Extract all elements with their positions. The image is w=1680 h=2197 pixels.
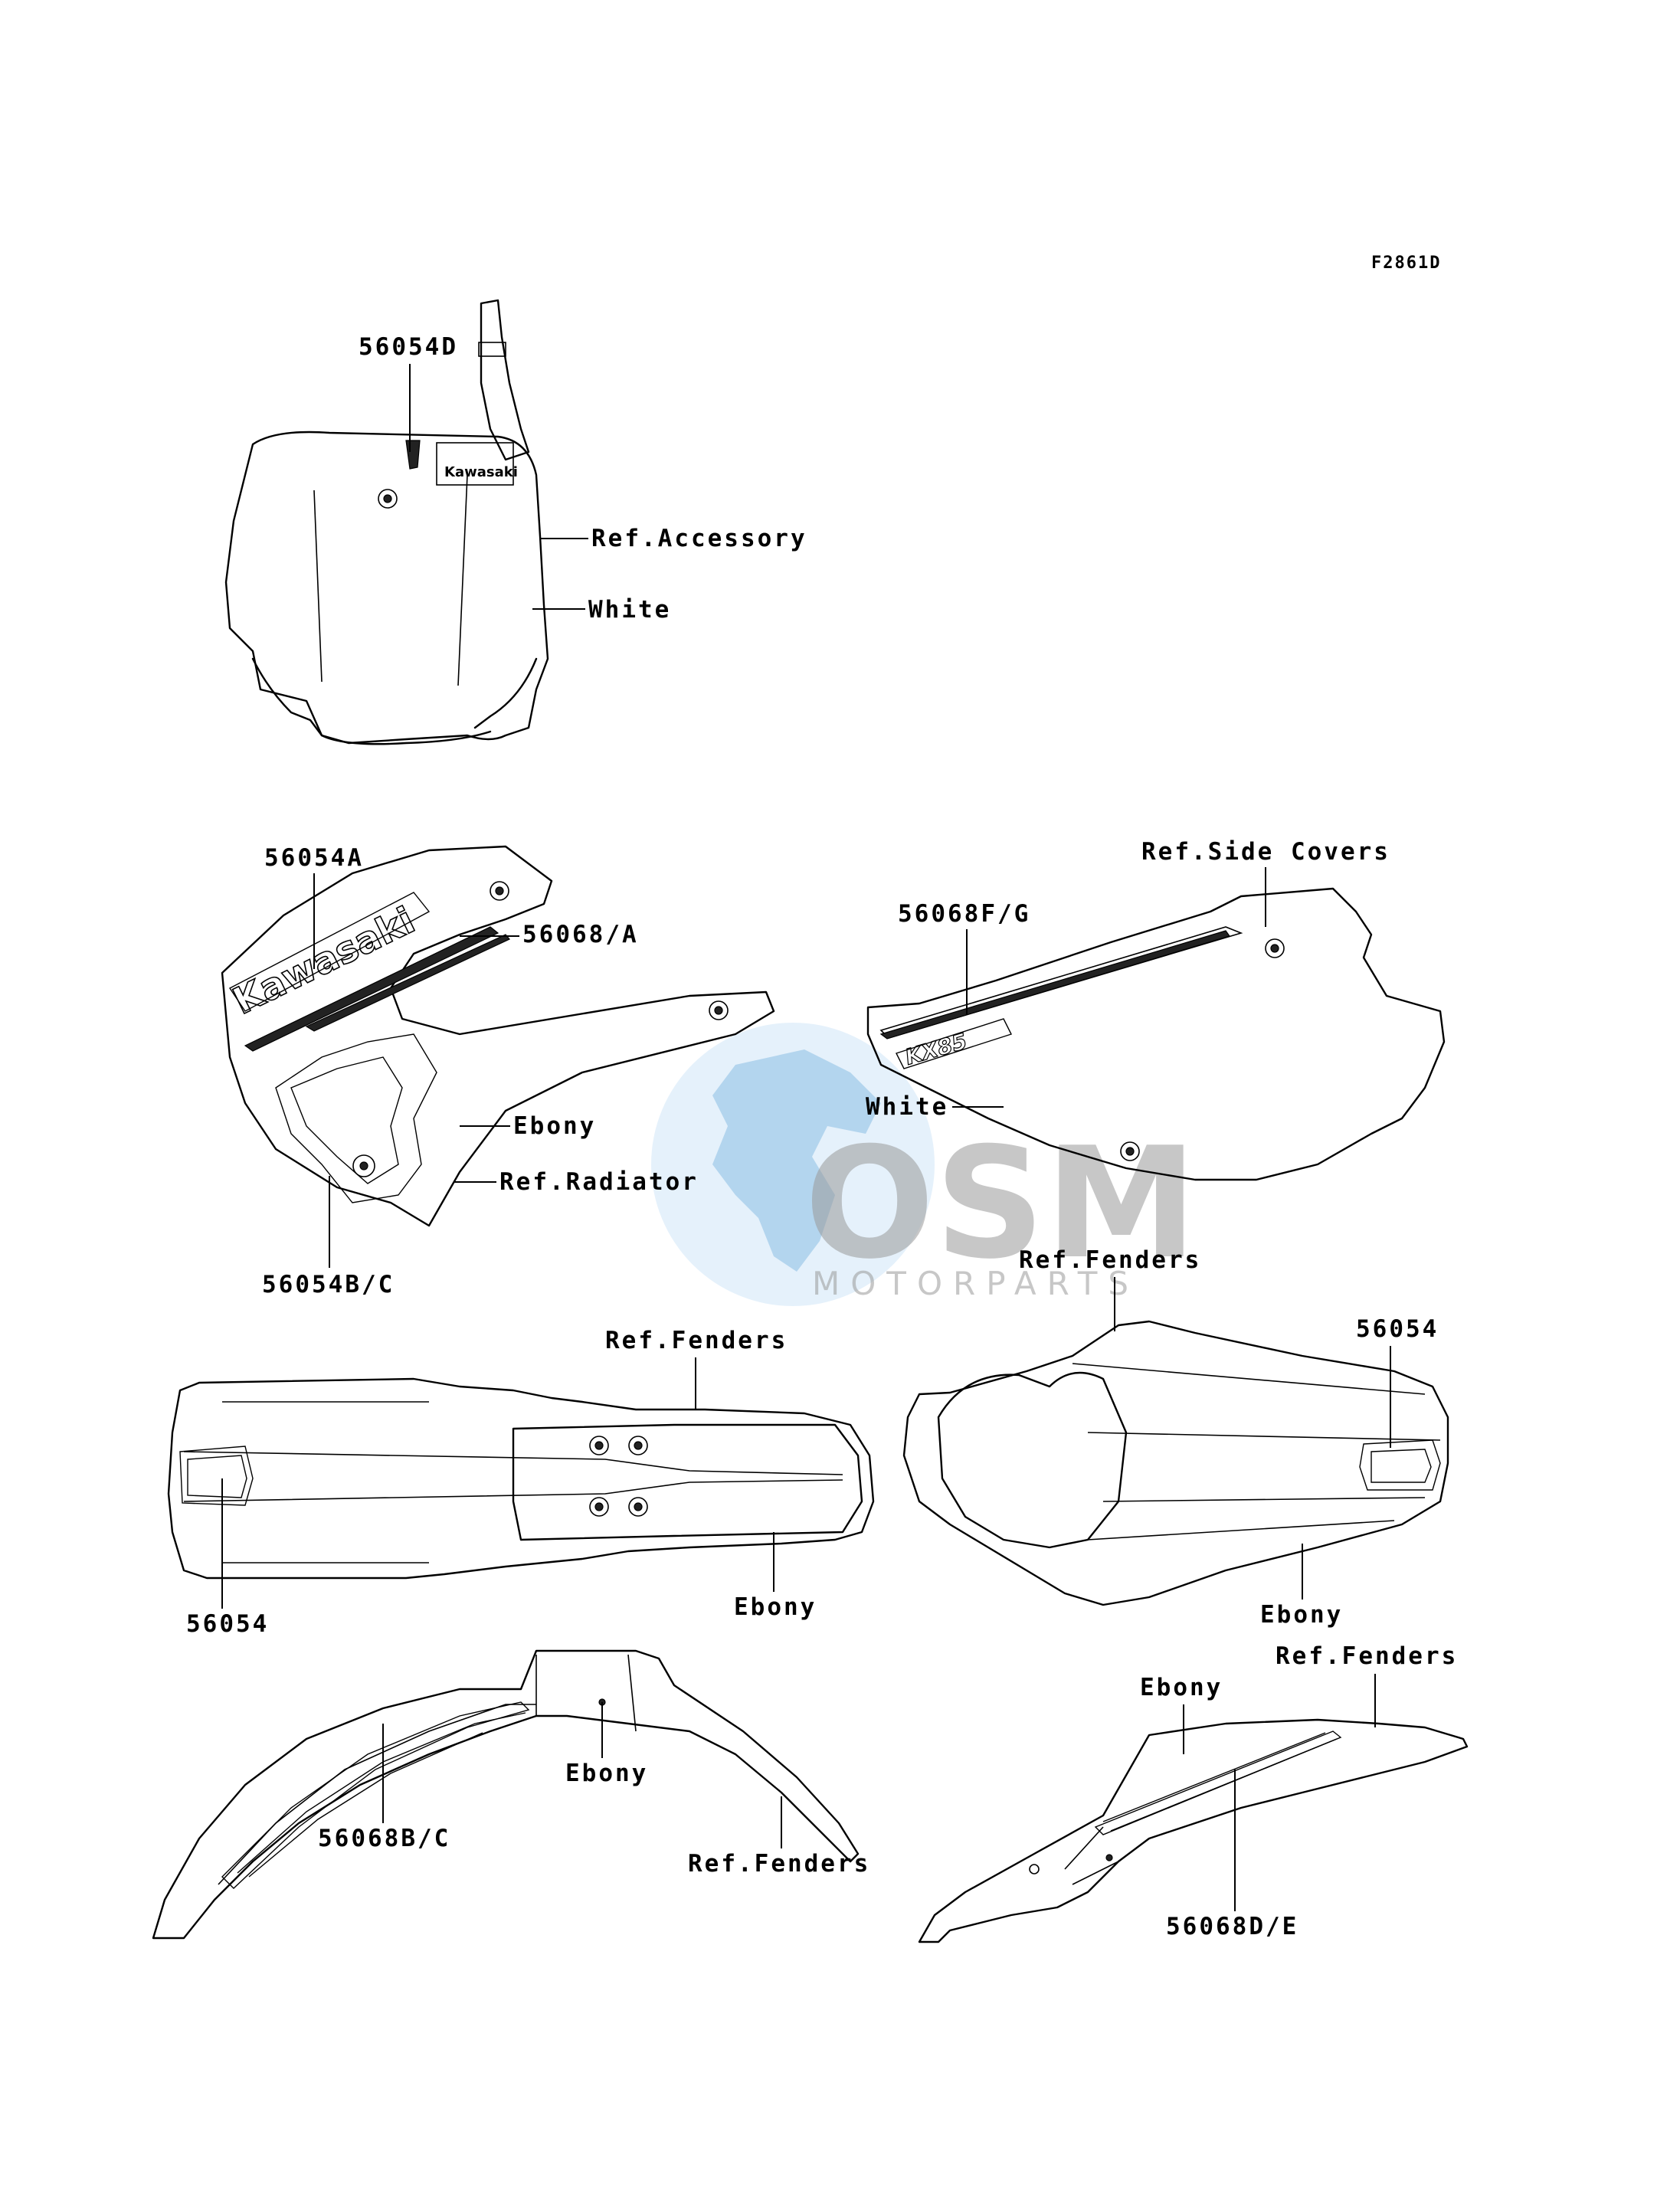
watermark-land-icon [712, 1049, 881, 1272]
label-ref-fenders-front-top: Ref.Fenders [605, 1327, 788, 1354]
label-ref-side-covers: Ref.Side Covers [1141, 838, 1390, 866]
label-ref-radiator: Ref.Radiator [499, 1168, 699, 1196]
label-56068FG: 56068F/G [898, 900, 1030, 928]
label-ref-accessory: Ref.Accessory [591, 525, 807, 552]
label-ref-fenders-rear-top: Ref.Fenders [1019, 1246, 1201, 1274]
rear-fender-top [902, 1320, 1449, 1606]
label-56054-rear: 56054 [1356, 1315, 1439, 1343]
label-ref-fenders-front-side: Ref.Fenders [688, 1850, 870, 1878]
label-56054-front: 56054 [186, 1610, 269, 1638]
number-plate: Kawasaki [224, 299, 549, 745]
rear-fender-side [918, 1718, 1469, 1943]
label-56068BC: 56068B/C [318, 1825, 450, 1852]
figure-code: F2861D [1371, 254, 1441, 273]
label-56068DE: 56068D/E [1166, 1913, 1298, 1940]
label-ebony-front-side: Ebony [565, 1760, 648, 1787]
label-56054A: 56054A [264, 844, 364, 872]
label-56054BC: 56054B/C [262, 1271, 395, 1298]
label-ebony-front-top: Ebony [734, 1593, 817, 1621]
label-56054D: 56054D [359, 333, 458, 361]
watermark-brand: OSM [804, 1115, 1197, 1293]
label-white-plate: White [588, 596, 671, 624]
label-ref-fenders-rear-side: Ref.Fenders [1276, 1642, 1458, 1670]
label-ebony-shroud: Ebony [513, 1112, 596, 1140]
side-cover-kx-logo: KX85 [902, 1028, 970, 1069]
watermark-sub: MOTORPARTS [812, 1265, 1139, 1302]
plate-brand-mark: Kawasaki [444, 464, 518, 480]
label-ebony-rear-side: Ebony [1140, 1674, 1223, 1701]
watermark: OSM MOTORPARTS [651, 1023, 1197, 1306]
label-white-side: White [866, 1093, 948, 1121]
label-ebony-rear: Ebony [1260, 1601, 1343, 1629]
shroud-kawasaki-logo: Kawasaki [227, 899, 421, 1023]
label-56068A: 56068/A [522, 921, 639, 948]
front-fender-side [152, 1649, 860, 1940]
front-fender-top [167, 1377, 875, 1580]
